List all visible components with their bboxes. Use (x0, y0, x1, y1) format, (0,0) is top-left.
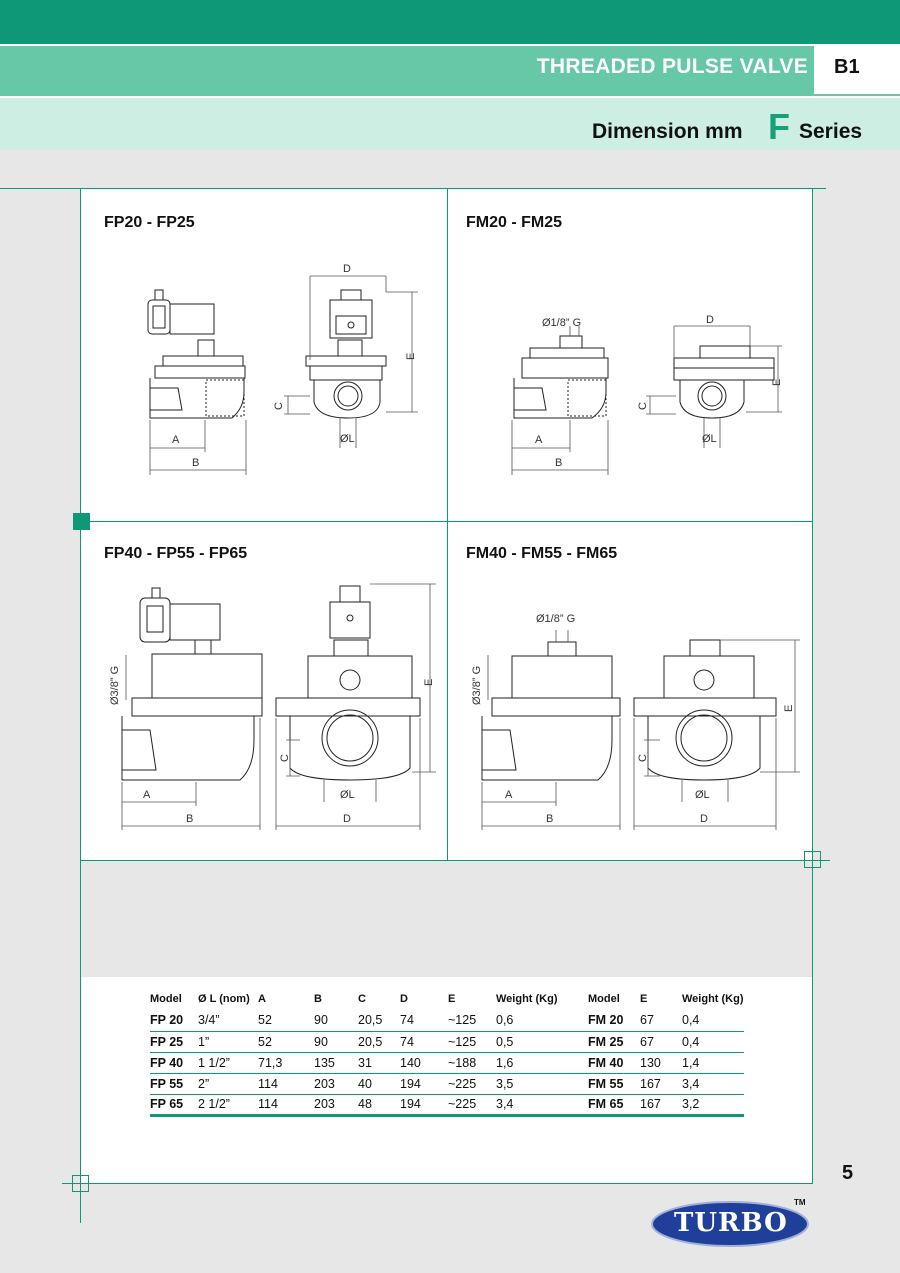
svg-text:A: A (535, 434, 543, 446)
col-header: Model (150, 993, 182, 1005)
frame-line-lower (80, 860, 830, 861)
svg-text:A: A (172, 434, 180, 446)
col-header: C (358, 993, 366, 1005)
svg-text:C: C (637, 402, 649, 410)
table-header-row: Model Ø L (nom) A B C D E Weight (Kg) Mo… (150, 992, 744, 1010)
col-header: A (258, 993, 266, 1005)
svg-text:B: B (555, 457, 562, 469)
svg-text:B: B (546, 813, 553, 825)
svg-text:C: C (273, 402, 285, 410)
svg-text:D: D (700, 813, 708, 825)
col-header: Weight (Kg) (682, 993, 744, 1005)
col-header: E (640, 993, 648, 1005)
svg-text:Ø3/8” G: Ø3/8” G (109, 666, 121, 705)
svg-text:B: B (192, 457, 199, 469)
col-header: D (400, 993, 408, 1005)
fm20-front-view (673, 345, 775, 419)
header-title: THREADED PULSE VALVE (536, 55, 808, 78)
col-header: B (314, 993, 322, 1005)
svg-text:ØL: ØL (340, 433, 355, 445)
col-header: Ø L (nom) (198, 993, 250, 1005)
svg-text:E: E (771, 379, 783, 386)
svg-text:E: E (423, 679, 435, 686)
trademark-mark: TM (794, 1198, 806, 1207)
grey-spacer (80, 860, 813, 977)
dimension-labels: A B D E C ØL Ø1/8” G A B D E C ØL Ø3/8” … (109, 263, 795, 825)
frame-line-top (0, 188, 826, 189)
svg-text:C: C (637, 754, 649, 762)
crosshair-mark (804, 851, 821, 868)
svg-text:ØL: ØL (695, 789, 710, 801)
frame-line-bottom (62, 1183, 813, 1184)
series-word: Series (799, 120, 863, 143)
col-header: E (448, 993, 456, 1005)
fm40-side-view (481, 641, 621, 781)
svg-text:A: A (143, 789, 151, 801)
svg-text:A: A (505, 789, 513, 801)
panel-title-fm20: FM20 - FM25 (466, 214, 563, 231)
series-letter: F (768, 106, 790, 147)
header-band-mid (0, 44, 900, 96)
col-header: Weight (Kg) (496, 993, 558, 1005)
logo-text: TURBO (674, 1208, 788, 1238)
header-band-light (0, 96, 900, 150)
fm20-side-view (513, 335, 609, 419)
green-marker (73, 513, 90, 530)
crosshair-mark (72, 1175, 89, 1192)
svg-text:ØL: ØL (340, 789, 355, 801)
dimensions-table: Model Ø L (nom) A B C D E Weight (Kg) Mo… (150, 992, 744, 1117)
svg-text:Ø1/8” G: Ø1/8” G (542, 317, 581, 329)
svg-text:Ø1/8” G: Ø1/8” G (536, 613, 575, 625)
frame-line-left (80, 188, 81, 1223)
fm40-front-view (633, 639, 777, 781)
section-code: B1 (814, 46, 900, 94)
svg-text:E: E (405, 353, 417, 360)
fp20-side-view (147, 289, 246, 419)
panel-title-fm40: FM40 - FM55 - FM65 (466, 545, 618, 562)
svg-text:D: D (343, 813, 351, 825)
svg-text:D: D (343, 263, 351, 275)
panel-title-fp20: FP20 - FP25 (104, 214, 195, 231)
turbo-logo (651, 1201, 809, 1247)
svg-text:ØL: ØL (702, 433, 717, 445)
panel-title-fp40: FP40 - FP55 - FP65 (104, 545, 248, 562)
header-band-dark (0, 0, 900, 44)
fp20-front-view (305, 289, 387, 419)
subtitle: Dimension mm (592, 120, 743, 143)
svg-text:C: C (279, 754, 291, 762)
frame-line-right (812, 188, 813, 1184)
col-header: Model (588, 993, 620, 1005)
fp40-side-view (121, 587, 263, 781)
frame-line-mid (80, 521, 813, 522)
page-number: 5 (842, 1162, 854, 1184)
frame-line-center (447, 188, 448, 860)
svg-text:Ø3/8” G: Ø3/8” G (471, 666, 483, 705)
fp40-front-view (275, 585, 421, 781)
svg-text:E: E (783, 705, 795, 712)
svg-text:B: B (186, 813, 193, 825)
svg-text:D: D (706, 314, 714, 326)
